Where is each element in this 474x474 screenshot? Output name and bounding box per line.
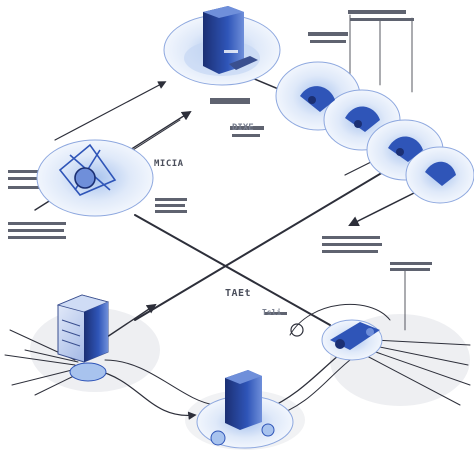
upper-text-mark: DIXE bbox=[232, 123, 254, 133]
bottom-server-node bbox=[196, 370, 294, 449]
link-bl-bottom bbox=[94, 369, 197, 420]
fan-lines-right bbox=[364, 339, 471, 406]
link-router-top-1 bbox=[54, 81, 167, 141]
cross-line-b bbox=[134, 164, 396, 321]
link-bl-bottom-2 bbox=[104, 359, 216, 406]
switch-hub-icon bbox=[330, 322, 380, 350]
right-switch-node bbox=[290, 319, 383, 361]
label-bars bbox=[8, 10, 432, 315]
fan-lines-left bbox=[4, 329, 83, 396]
top-server-node bbox=[163, 6, 281, 86]
server-rack-icon bbox=[56, 294, 110, 363]
center-text-mark: TAEt bbox=[225, 288, 251, 299]
right-client-cluster-node bbox=[275, 61, 474, 204]
left-text-mark: MICIA bbox=[154, 159, 184, 169]
link-cluster-left-2 bbox=[348, 189, 421, 226]
lower-text-mark: Tsli bbox=[262, 307, 281, 317]
client-cluster-icon bbox=[300, 86, 456, 186]
bottom-left-server-node bbox=[56, 294, 110, 382]
server-tower-icon bbox=[203, 6, 258, 74]
server-tower-icon bbox=[210, 370, 275, 446]
router-hub-icon bbox=[58, 143, 117, 196]
cross-line-a bbox=[134, 214, 331, 326]
left-router-node bbox=[36, 139, 154, 217]
